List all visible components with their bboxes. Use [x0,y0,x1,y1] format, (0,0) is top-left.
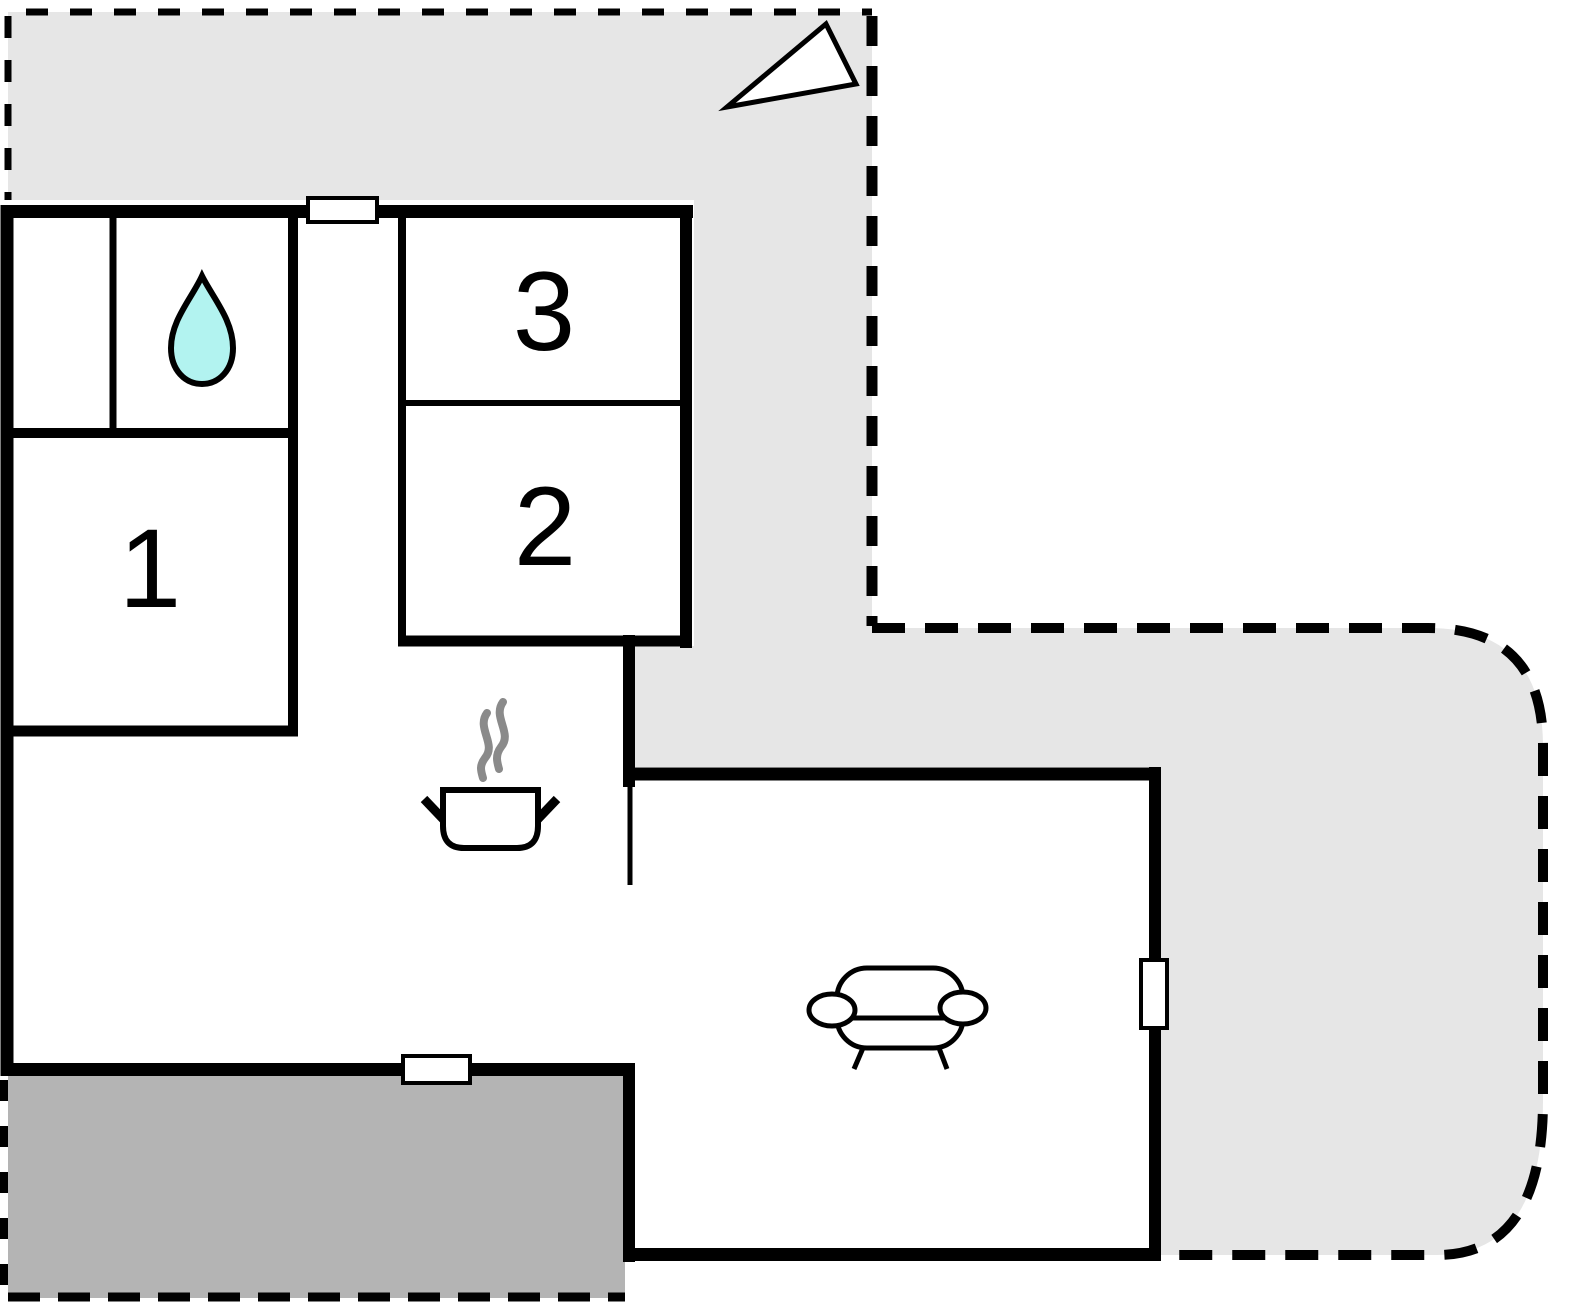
property-boundary [4,8,1548,1260]
sofa-icon [806,965,989,1070]
window-bottom [401,1054,472,1085]
windows [306,196,1169,1085]
outdoor-area [8,12,1543,1255]
water-drop-icon [167,269,237,388]
steam-icon [477,709,493,782]
room-label-1: 1 [119,506,181,631]
window-top [306,196,379,224]
kitchen-icon-group [420,698,561,851]
room-label-3: 3 [513,249,575,374]
terrace-boundary-dashes [0,1080,625,1302]
boundary-right-curve-dashes [872,623,1548,1260]
walls [0,205,1161,1262]
window-living-right [1139,958,1169,1030]
floor-upper-block [1,200,694,646]
cooking-pot-icon [420,787,561,851]
terrace-area [8,1076,625,1298]
steam-icon [493,698,509,773]
room-label-2: 2 [514,464,576,589]
floor-kitchen-hall [1,646,635,1076]
north-arrow-icon [718,20,860,112]
